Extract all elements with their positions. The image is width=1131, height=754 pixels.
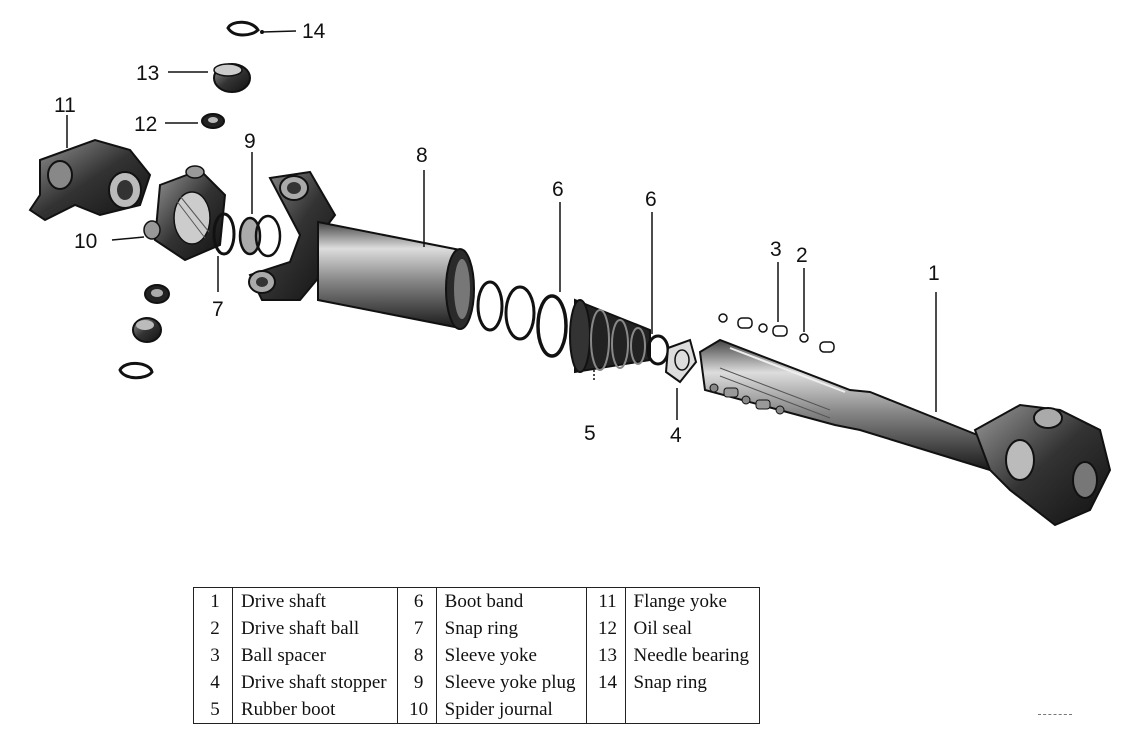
legend-part-name: Sleeve yoke — [435, 642, 586, 669]
callout-8: 8 — [416, 144, 428, 167]
legend-number: 2 — [210, 617, 220, 639]
legend-part-name: Snap ring — [435, 615, 586, 642]
flange-yoke-11 — [28, 115, 152, 222]
callout-3: 3 — [770, 238, 782, 261]
sleeve-yoke-8 — [248, 170, 475, 330]
callout-1: 1 — [928, 262, 940, 285]
callout-6b: 6 — [645, 188, 657, 211]
ball-spacers-3 — [737, 262, 835, 353]
drive-shaft-stopper-4 — [664, 338, 698, 420]
legend-number: 6 — [396, 587, 437, 615]
callout-14: 14 — [302, 20, 326, 43]
legend-row: 4 Drive shaft stopper 9 Sleeve yoke plug… — [194, 669, 760, 696]
legend-number: 12 — [585, 615, 625, 642]
spider-journal-10 — [111, 165, 227, 262]
boot-band-6-left — [536, 202, 568, 358]
parts-legend-table: 1 Drive shaft 6 Boot band 11 Flange yoke… — [193, 587, 761, 724]
legend-part-name: Flange yoke — [624, 587, 760, 615]
legend-row: 5 Rubber boot 10 Spider journal — [194, 696, 760, 724]
callout-5: 5 — [584, 422, 596, 445]
legend-number: 9 — [396, 669, 437, 696]
legend-part-name: Oil seal — [624, 615, 760, 642]
sleeve-yoke-plug-9 — [238, 152, 282, 258]
legend-part-name: Sleeve yoke plug — [435, 669, 586, 696]
loose-bearing — [132, 317, 162, 343]
legend-part-name: Needle bearing — [624, 642, 760, 669]
loose-snap-ring — [118, 362, 154, 380]
loose-seal — [144, 284, 170, 304]
legend-part-name: Boot band — [435, 587, 586, 615]
legend-number: 13 — [585, 642, 625, 669]
page-mark — [1038, 714, 1072, 715]
legend-number: 8 — [396, 642, 437, 669]
legend-part-name: Spider journal — [435, 696, 586, 724]
callout-7: 7 — [212, 298, 224, 321]
legend-part-name — [624, 696, 760, 724]
oil-seal-12 — [165, 113, 225, 129]
legend-part-name: Drive shaft — [232, 587, 398, 615]
legend-number: 5 — [210, 698, 220, 720]
legend-part-name: Drive shaft stopper — [232, 669, 398, 696]
callout-10: 10 — [74, 230, 97, 253]
exploded-drive-shaft-diagram: 1 2 3 4 5 6 6 7 8 9 10 11 12 13 14 — [28, 20, 1112, 527]
legend-number — [585, 696, 625, 724]
needle-bearing-13 — [168, 63, 251, 93]
legend-part-name: Drive shaft ball — [232, 615, 398, 642]
legend-part-name: Rubber boot — [232, 696, 398, 724]
legend-number: 4 — [210, 671, 220, 693]
legend-part-name: Snap ring — [624, 669, 760, 696]
legend-row: 2 Drive shaft ball 7 Snap ring 12 Oil se… — [194, 615, 760, 642]
legend-row: 1 Drive shaft 6 Boot band 11 Flange yoke — [194, 587, 760, 615]
drive-shaft-1 — [698, 292, 1112, 527]
callout-11: 11 — [54, 94, 76, 117]
legend-number: 1 — [210, 590, 220, 612]
legend-number: 10 — [396, 696, 437, 724]
snap-ring-14 — [226, 20, 297, 37]
callout-9: 9 — [244, 130, 256, 153]
rubber-boot-5 — [569, 298, 651, 382]
callout-12: 12 — [134, 113, 157, 136]
callout-13: 13 — [136, 62, 159, 85]
callout-4: 4 — [670, 424, 682, 447]
legend-number: 3 — [210, 644, 220, 666]
boot-rings — [476, 280, 536, 341]
drive-shaft-balls-2 — [718, 268, 809, 343]
callout-2: 2 — [796, 244, 808, 267]
boot-band-6-right — [646, 212, 670, 366]
snap-ring-7 — [212, 212, 236, 292]
legend-row: 3 Ball spacer 8 Sleeve yoke 13 Needle be… — [194, 642, 760, 669]
legend-number: 11 — [585, 587, 625, 615]
installed-balls — [709, 383, 785, 415]
legend-number: 7 — [396, 615, 437, 642]
legend-part-name: Ball spacer — [232, 642, 398, 669]
legend-number: 14 — [585, 669, 625, 696]
callout-6a: 6 — [552, 178, 564, 201]
